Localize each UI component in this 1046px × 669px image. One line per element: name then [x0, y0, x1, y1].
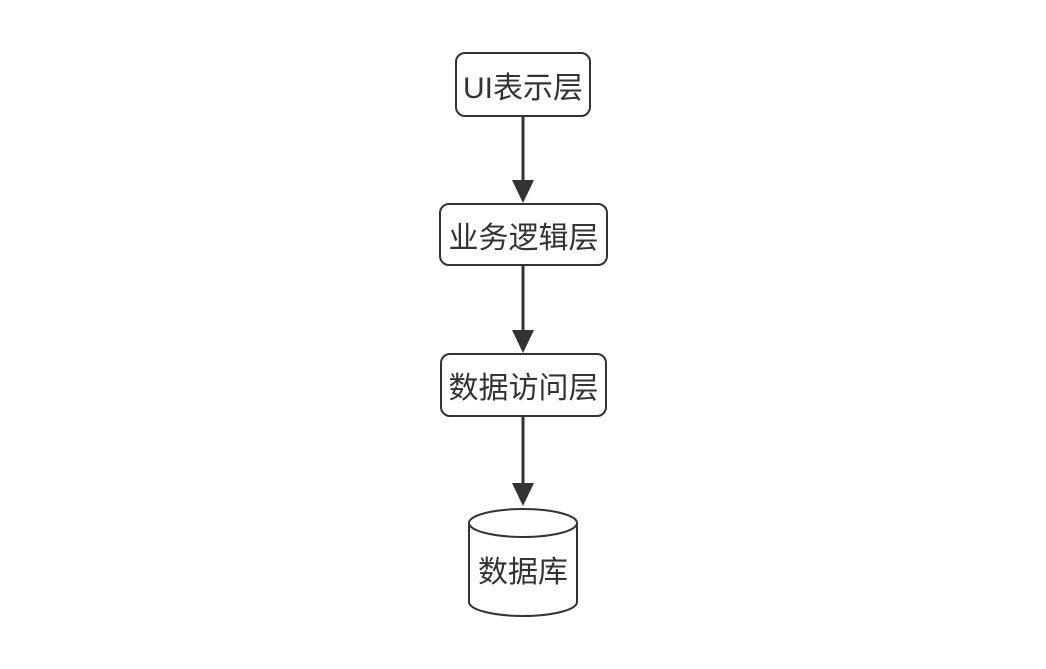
- arrow-down-ui-to-business-icon: [512, 117, 534, 203]
- cylinder-body: [468, 523, 578, 617]
- arrow-down-business-to-data-access-icon: [512, 266, 534, 353]
- node-database: 数据库: [467, 507, 579, 619]
- node-data-access-layer: 数据访问层: [440, 353, 607, 417]
- cylinder-top: [468, 508, 578, 538]
- arrow-head: [512, 330, 534, 353]
- arrow-head: [512, 483, 534, 506]
- node-data-access-layer-label: 数据访问层: [448, 372, 599, 405]
- arrow-head: [512, 180, 534, 203]
- database-cylinder-icon: [468, 508, 578, 617]
- node-business-logic-layer-label: 业务逻辑层: [448, 221, 599, 255]
- node-ui-presentation-layer-label: UI表示层: [463, 71, 583, 105]
- node-database-label: 数据库: [478, 556, 568, 589]
- node-business-logic-layer: 业务逻辑层: [439, 203, 608, 266]
- arrow-down-data-access-to-database-icon: [512, 417, 534, 506]
- node-ui-presentation-layer: UI表示层: [455, 52, 591, 117]
